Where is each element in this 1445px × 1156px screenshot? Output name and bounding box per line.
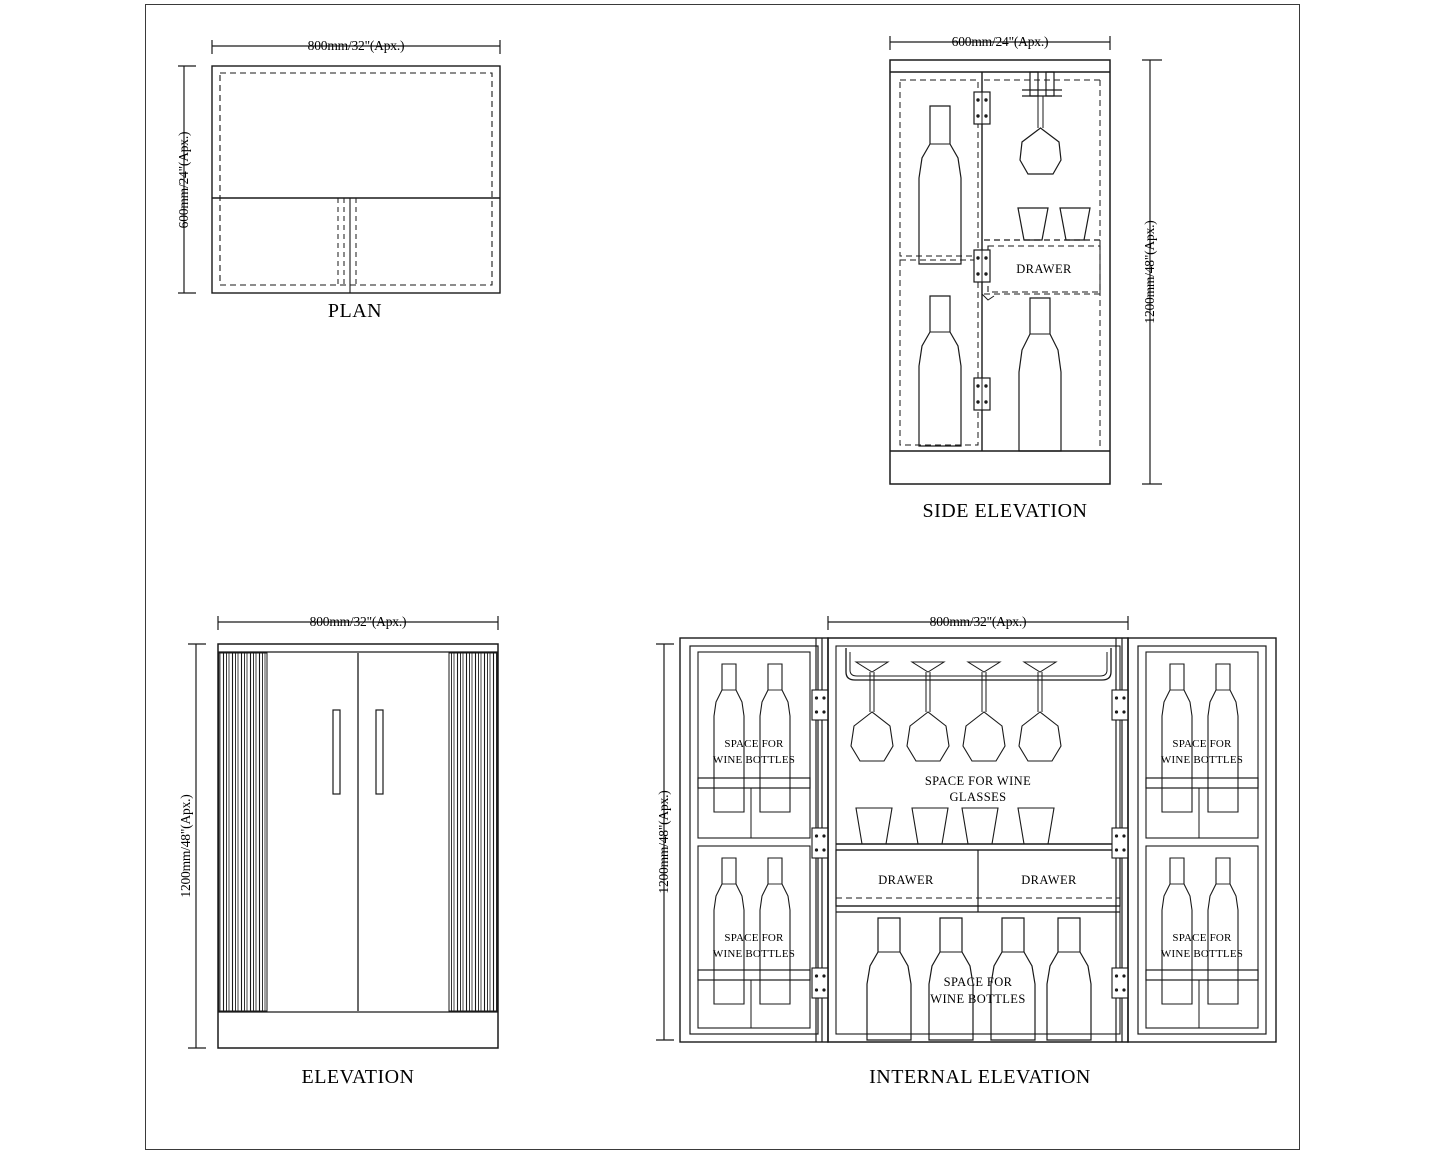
internal-height-dimension bbox=[656, 643, 674, 1041]
wine-glass-rack bbox=[845, 648, 1112, 681]
elevation-height-dimension bbox=[188, 643, 206, 1049]
bottle-space-label-line1: SPACE FOR bbox=[944, 975, 1013, 989]
plan-width-dimension-label: 800mm/32"(Apx.) bbox=[308, 38, 405, 53]
side-height-dimension-label: 1200mm/48"(Apx.) bbox=[1142, 220, 1157, 323]
wine-glasses-label-line1: SPACE FOR WINE bbox=[925, 774, 1031, 788]
internal-height-dimension-label: 1200mm/48"(Apx.) bbox=[656, 790, 671, 893]
drawer-row bbox=[835, 849, 1121, 913]
plan-caption: PLAN bbox=[327, 300, 383, 322]
drawer-left-label: DRAWER bbox=[878, 873, 934, 887]
wine-glasses-label-line2: GLASSES bbox=[950, 790, 1007, 804]
side-elevation-caption: SIDE ELEVATION bbox=[922, 500, 1088, 522]
side-hinge-lower bbox=[973, 377, 991, 411]
fluted-panel-right bbox=[449, 653, 497, 1011]
side-bottle-lower-left bbox=[918, 295, 962, 447]
hanging-wine-glasses bbox=[850, 672, 1062, 762]
fluted-panel-left bbox=[219, 653, 267, 1011]
left-door-panel bbox=[679, 637, 829, 1043]
plan-view: 800mm/32"(Apx.) 600mm/24"(Apx.) PLAN bbox=[170, 28, 530, 322]
internal-elevation-caption: INTERNAL ELEVATION bbox=[869, 1066, 1091, 1088]
plan-width-dimension bbox=[211, 40, 501, 54]
elevation-view: 800mm/32"(Apx.) 1200mm/48"(Apx.) ELEVATI… bbox=[168, 600, 548, 1088]
internal-width-dimension bbox=[827, 616, 1129, 630]
elevation-width-dimension-label: 800mm/32"(Apx.) bbox=[310, 614, 407, 629]
left-door-top-label-line1: SPACE FOR bbox=[724, 738, 784, 750]
right-door-bottom-label-line2: WINE BOTTLES bbox=[1161, 948, 1243, 960]
side-bottle-lower-right bbox=[1018, 297, 1062, 452]
left-door-hinge-stile bbox=[811, 638, 829, 1042]
side-bottle-upper-left bbox=[918, 105, 962, 265]
elevation-caption: ELEVATION bbox=[301, 1066, 415, 1088]
drawer-right-label: DRAWER bbox=[1021, 873, 1077, 887]
right-door-panel bbox=[1127, 637, 1277, 1043]
side-drawer-label: DRAWER bbox=[1016, 262, 1072, 276]
side-tumblers bbox=[1017, 207, 1091, 241]
side-width-dimension bbox=[889, 36, 1111, 50]
side-hinge-middle bbox=[973, 249, 991, 283]
plan-depth-dimension-label: 600mm/24"(Apx.) bbox=[176, 132, 191, 229]
bottle-space-label-line2: WINE BOTTLES bbox=[930, 992, 1025, 1006]
internal-elevation-view: 800mm/32"(Apx.) 1200mm/48"(Apx.) SPACE F… bbox=[650, 600, 1290, 1088]
plan-depth-dimension bbox=[178, 65, 196, 294]
elevation-height-dimension-label: 1200mm/48"(Apx.) bbox=[178, 794, 193, 897]
elevation-width-dimension bbox=[217, 616, 499, 630]
lower-bottle-compartment bbox=[866, 917, 1092, 1041]
side-hinge-upper bbox=[973, 91, 991, 125]
side-width-dimension-label: 600mm/24"(Apx.) bbox=[952, 34, 1049, 49]
side-height-dimension bbox=[1142, 59, 1162, 485]
right-door-top-label-line1: SPACE FOR bbox=[1172, 738, 1232, 750]
left-door-top-label-line2: WINE BOTTLES bbox=[713, 754, 795, 766]
glass-rail-detail bbox=[1019, 71, 1062, 175]
internal-width-dimension-label: 800mm/32"(Apx.) bbox=[930, 614, 1027, 629]
right-door-bottom-label-line1: SPACE FOR bbox=[1172, 932, 1232, 944]
door-handle-left bbox=[332, 709, 341, 795]
side-elevation-view: 600mm/24"(Apx.) 1200mm/48"(Apx.) DRAWER … bbox=[870, 26, 1190, 522]
right-door-hinge-stile bbox=[1111, 638, 1129, 1042]
left-door-bottom-label-line1: SPACE FOR bbox=[724, 932, 784, 944]
internal-carcass bbox=[827, 637, 1129, 1043]
tumbler-row bbox=[855, 807, 1055, 845]
drawing-border bbox=[145, 4, 1300, 1150]
right-door-top-label-line2: WINE BOTTLES bbox=[1161, 754, 1243, 766]
left-door-bottom-label-line2: WINE BOTTLES bbox=[713, 948, 795, 960]
door-handle-right bbox=[375, 709, 384, 795]
